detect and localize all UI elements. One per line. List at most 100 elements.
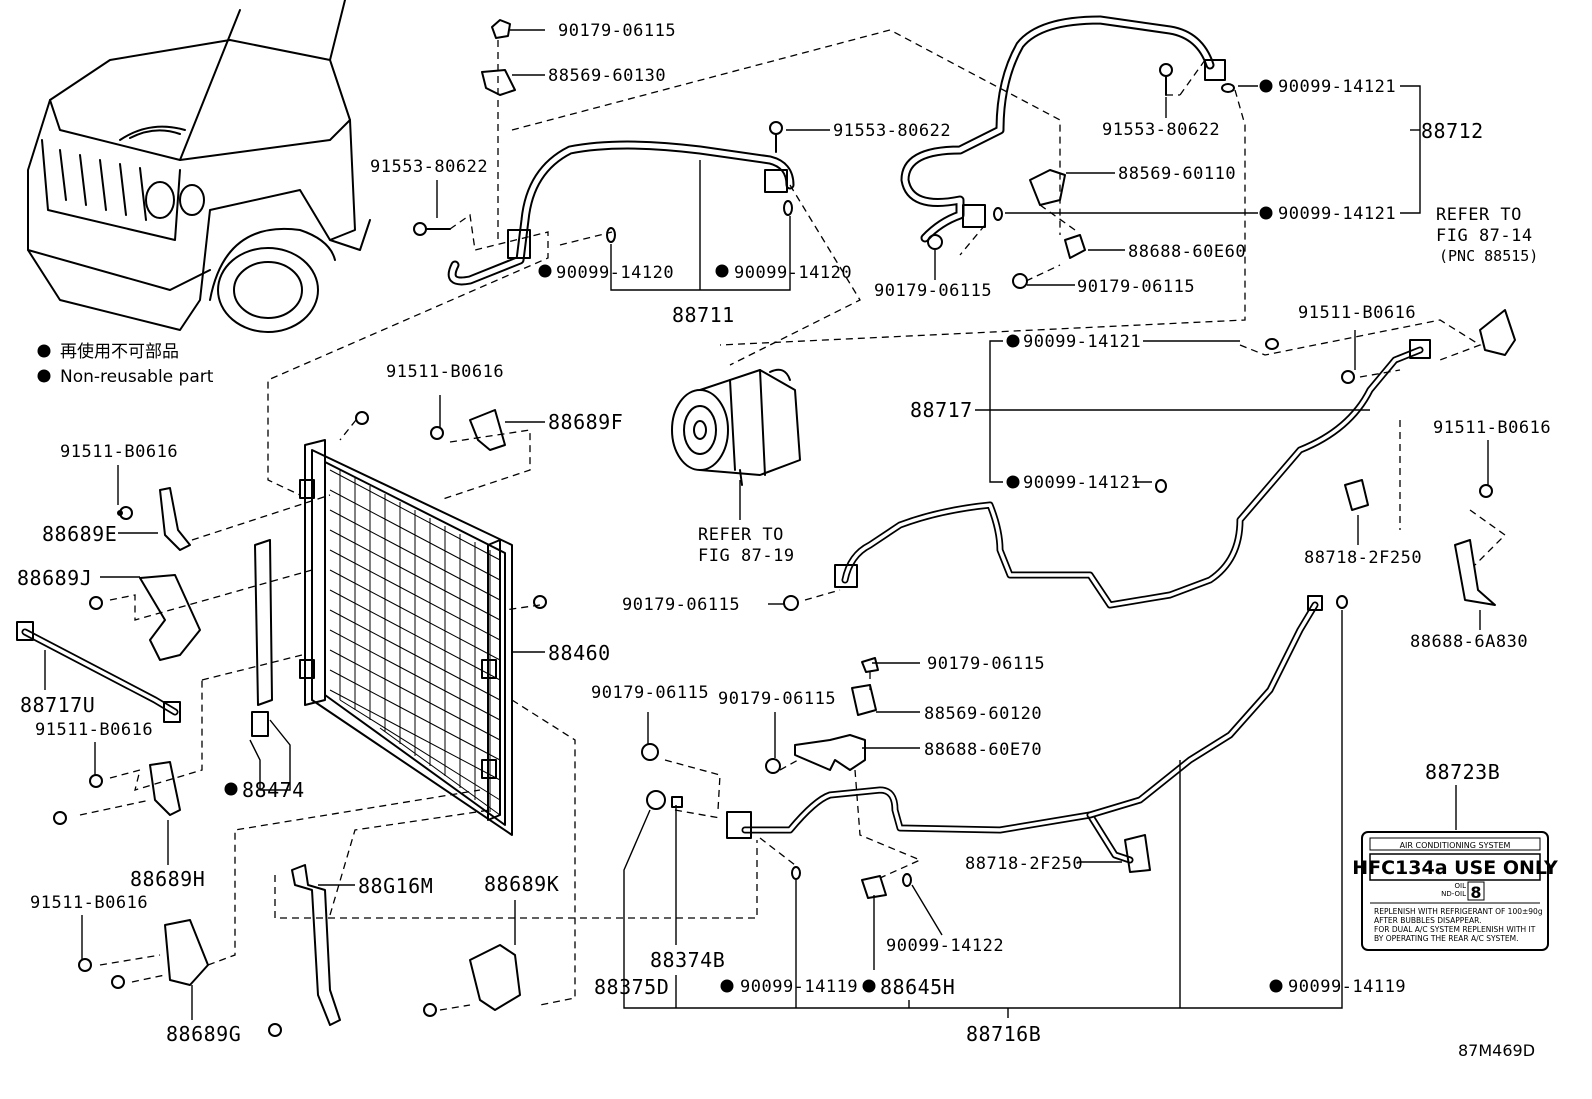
part-label: 88716B bbox=[966, 1022, 1041, 1046]
part-label: 91511-B0616 bbox=[386, 362, 504, 382]
label-note-3: FOR DUAL A/C SYSTEM REPLENISH WITH IT bbox=[1374, 925, 1536, 934]
reference-note: (PNC 88515) bbox=[1439, 247, 1538, 265]
part-label: 90099-14121 bbox=[1278, 77, 1396, 97]
part-label: 88712 bbox=[1421, 119, 1484, 143]
label-note-1: REPLENISH WITH REFRIGERANT OF 100±90g bbox=[1374, 907, 1543, 916]
legend-text-en: Non-reusable part bbox=[60, 367, 214, 387]
part-label: 88569-60120 bbox=[924, 704, 1042, 724]
label-oil-a: OIL bbox=[1455, 882, 1467, 890]
reference-note: FIG 87-19 bbox=[698, 546, 795, 566]
condenser-core-grid bbox=[329, 469, 501, 816]
part-label: 90099-14121 bbox=[1023, 473, 1141, 493]
part-label: 88689G bbox=[166, 1022, 241, 1046]
part-label: 90099-14119 bbox=[740, 977, 858, 997]
non-reusable-marker-icon bbox=[715, 264, 729, 278]
part-label: 88688-60E60 bbox=[1128, 242, 1246, 262]
hardware-top-left bbox=[413, 19, 783, 236]
bracket-88689K bbox=[423, 944, 521, 1017]
part-label: 90099-14119 bbox=[1288, 977, 1406, 997]
label-note-2: AFTER BUBBLES DISAPPEAR. bbox=[1374, 916, 1481, 925]
part-label: 88374B bbox=[650, 948, 725, 972]
hardware-far-right bbox=[1341, 309, 1516, 606]
hose-88712 bbox=[900, 15, 1235, 243]
part-label: 88G16M bbox=[358, 874, 433, 898]
part-label: 90099-14120 bbox=[556, 263, 674, 283]
part-label: 88689J bbox=[17, 566, 92, 590]
part-label: 91511-B0616 bbox=[1433, 418, 1551, 438]
non-reusable-marker-icon bbox=[37, 344, 51, 358]
part-label: 91553-80622 bbox=[833, 121, 951, 141]
non-reusable-marker-icon bbox=[1006, 334, 1020, 348]
part-label: 90179-06115 bbox=[927, 654, 1045, 674]
part-label: 88645H bbox=[880, 975, 955, 999]
part-label: 88569-60130 bbox=[548, 66, 666, 86]
part-label: 88375D bbox=[594, 975, 669, 999]
part-label: 90099-14121 bbox=[1278, 204, 1396, 224]
non-reusable-dots bbox=[224, 79, 1283, 993]
part-label: 88718-2F250 bbox=[965, 854, 1083, 874]
dashed-assembly-lines bbox=[79, 29, 1507, 1011]
part-label: 90179-06115 bbox=[622, 595, 740, 615]
part-label: 90099-14122 bbox=[886, 936, 1004, 956]
condenser-88460 bbox=[299, 439, 513, 836]
part-label: 91553-80622 bbox=[370, 157, 488, 177]
legend: 再使用不可部品 Non-reusable part bbox=[37, 341, 214, 387]
hose-88711 bbox=[447, 140, 795, 286]
part-label: 88689H bbox=[130, 867, 205, 891]
part-label: 90179-06115 bbox=[591, 683, 709, 703]
non-reusable-marker-icon bbox=[1259, 79, 1273, 93]
part-label: 88688-60E70 bbox=[924, 740, 1042, 760]
non-reusable-marker-icon bbox=[720, 979, 734, 993]
non-reusable-marker-icon bbox=[37, 369, 51, 383]
part-label: 91511-B0616 bbox=[1298, 303, 1416, 323]
part-label: 88711 bbox=[672, 303, 735, 327]
part-label: 88689F bbox=[548, 410, 623, 434]
non-reusable-marker-icon bbox=[1269, 979, 1283, 993]
reference-note: FIG 87-14 bbox=[1436, 226, 1533, 246]
pipe-88717 bbox=[783, 338, 1431, 611]
part-label: 90179-06115 bbox=[1077, 277, 1195, 297]
pipe-88717U bbox=[16, 621, 181, 723]
non-reusable-marker-icon bbox=[1006, 475, 1020, 489]
bracket-88689F bbox=[355, 409, 547, 609]
hardware-bottom-middle bbox=[641, 657, 912, 899]
part-label: 90179-06115 bbox=[718, 689, 836, 709]
non-reusable-marker-icon bbox=[538, 264, 552, 278]
label-header: AIR CONDITIONING SYSTEM bbox=[1400, 841, 1511, 850]
vehicle-front-illustration bbox=[27, 0, 371, 333]
part-label: 88723B bbox=[1425, 760, 1500, 784]
label-oil-b: ND-OIL bbox=[1441, 890, 1466, 898]
non-reusable-marker-icon bbox=[1259, 206, 1273, 220]
reference-note: REFER TO bbox=[1436, 205, 1522, 225]
label-note-4: BY OPERATING THE REAR A/C SYSTEM. bbox=[1374, 934, 1519, 943]
label-oil-number: 8 bbox=[1470, 883, 1481, 902]
part-label: 88717U bbox=[20, 693, 95, 717]
part-label: 88474 bbox=[242, 778, 305, 802]
part-label: 90099-14121 bbox=[1023, 332, 1141, 352]
brackets-left bbox=[53, 487, 209, 989]
part-label: 88569-60110 bbox=[1118, 164, 1236, 184]
part-label: 88688-6A830 bbox=[1410, 632, 1528, 652]
part-label: 91511-B0616 bbox=[30, 893, 148, 913]
part-label: 88718-2F250 bbox=[1304, 548, 1422, 568]
part-label: 91511-B0616 bbox=[35, 720, 153, 740]
part-labels: 90179-06115 88569-60130 91553-80622 9009… bbox=[17, 21, 1551, 1060]
part-label: 91553-80622 bbox=[1102, 120, 1220, 140]
part-label: 88689E bbox=[42, 522, 117, 546]
leader-lines bbox=[44, 29, 1489, 1020]
non-reusable-marker-icon bbox=[224, 782, 238, 796]
receiver-88474 bbox=[251, 539, 273, 737]
non-reusable-marker-icon bbox=[862, 979, 876, 993]
part-label: 90179-06115 bbox=[874, 281, 992, 301]
part-label: 91511-B0616 bbox=[60, 442, 178, 462]
legend-text-jp: 再使用不可部品 bbox=[60, 341, 179, 362]
part-label: 90179-06115 bbox=[558, 21, 676, 41]
refrigerant-caution-label: AIR CONDITIONING SYSTEM HFC134a USE ONLY… bbox=[1352, 831, 1558, 951]
part-label: 90099-14120 bbox=[734, 263, 852, 283]
hardware-top-right bbox=[927, 63, 1173, 289]
part-label: 88717 bbox=[910, 398, 973, 422]
compressor bbox=[671, 368, 801, 486]
diagram-code: 87M469D bbox=[1458, 1041, 1535, 1060]
